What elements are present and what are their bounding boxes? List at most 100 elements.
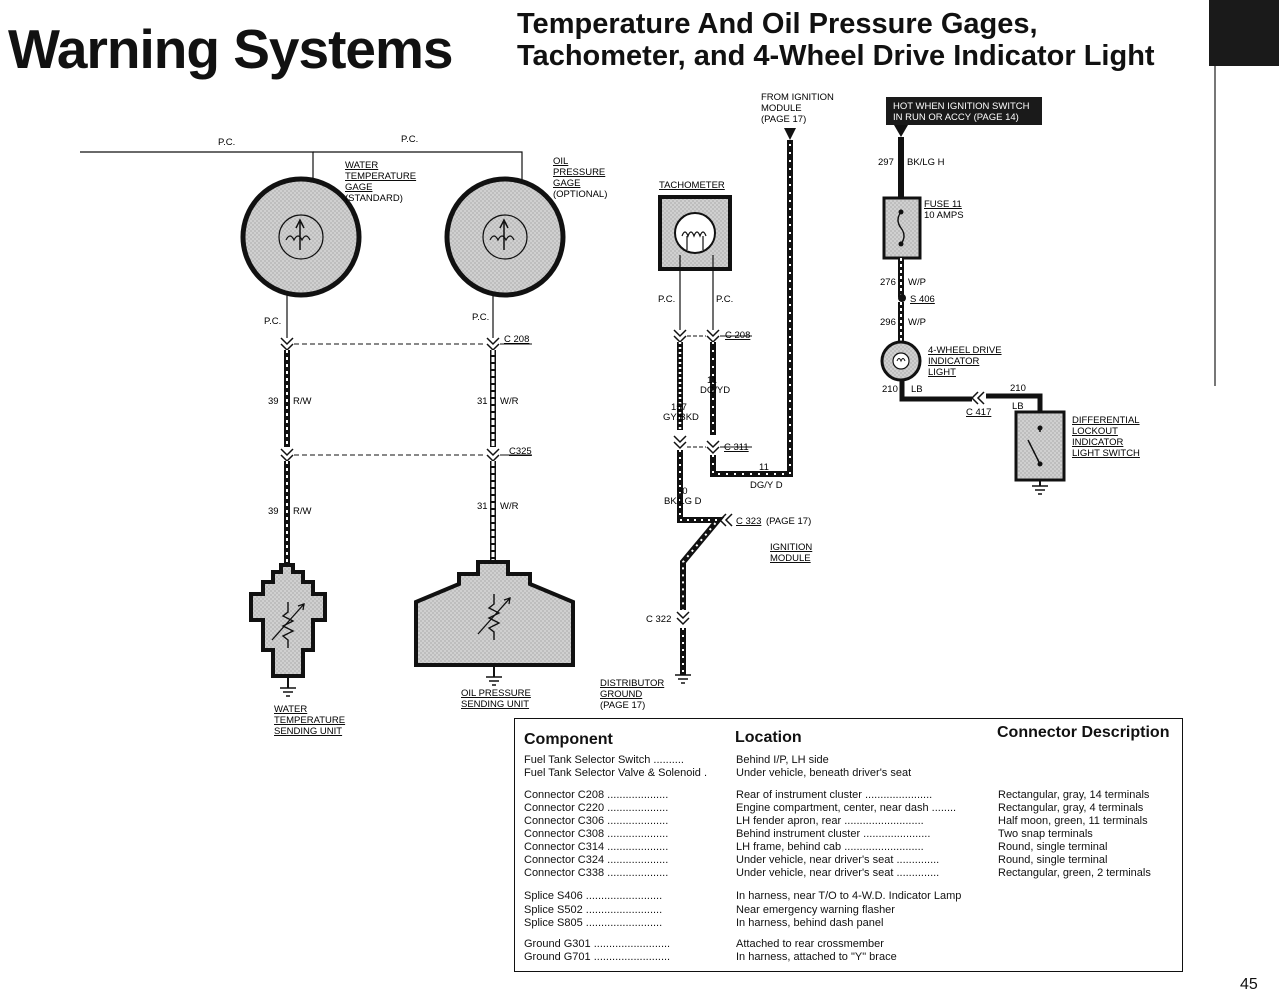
page-number: 45 bbox=[1240, 976, 1258, 993]
tachometer-label: TACHOMETER bbox=[659, 180, 725, 191]
svg-text:OIL PRESSURE: OIL PRESSURE bbox=[461, 688, 531, 699]
splice-label: S 406 bbox=[910, 294, 935, 305]
svg-text:(PAGE 17): (PAGE 17) bbox=[761, 114, 806, 125]
from-ignition-label: FROM IGNITION MODULE (PAGE 17) bbox=[761, 92, 834, 125]
svg-text:SENDING UNIT: SENDING UNIT bbox=[461, 699, 529, 710]
splice-dot bbox=[898, 294, 906, 302]
svg-text:INDICATOR: INDICATOR bbox=[1072, 437, 1124, 448]
svg-text:TEMPERATURE: TEMPERATURE bbox=[345, 171, 416, 182]
header-component: Component bbox=[524, 731, 613, 748]
c323-label: C 323 bbox=[736, 516, 761, 527]
svg-text:GAGE: GAGE bbox=[553, 178, 580, 189]
svg-text:GROUND: GROUND bbox=[600, 689, 642, 700]
wire-297-number: 297 bbox=[878, 157, 894, 168]
table-row: Splice S502 .........................Nea… bbox=[524, 904, 895, 916]
wire-60-color: BK/LG D bbox=[664, 496, 702, 507]
section-tab-edge bbox=[1214, 66, 1216, 386]
c208-tach-label: C 208 bbox=[725, 330, 750, 341]
wire-11-color-2: DG/Y D bbox=[750, 480, 783, 491]
header-location: Location bbox=[735, 729, 802, 746]
wire-157-number: 157 bbox=[671, 402, 687, 413]
fuse-label: FUSE 11 10 AMPS bbox=[924, 199, 964, 221]
table-row: Fuel Tank Selector Switch ..........Behi… bbox=[524, 754, 829, 766]
connector-c322 bbox=[676, 611, 690, 626]
page-subtitle: Temperature And Oil Pressure Gages, Tach… bbox=[517, 8, 1155, 72]
oil-gage-label: OIL PRESSURE GAGE (OPTIONAL) bbox=[553, 156, 607, 200]
wire-11-number: 11 bbox=[707, 375, 717, 386]
svg-text:GAGE: GAGE bbox=[345, 182, 372, 193]
water-temperature-sender bbox=[249, 563, 327, 697]
wire-11-dgyd bbox=[710, 140, 793, 477]
svg-text:IGNITION: IGNITION bbox=[770, 542, 812, 553]
indicator-label: 4-WHEEL DRIVE INDICATOR LIGHT bbox=[928, 345, 1002, 378]
table-row: Connector C308 ....................Behin… bbox=[524, 828, 1093, 840]
table-row: Ground G301 .........................Att… bbox=[524, 938, 884, 950]
connector-c417 bbox=[970, 391, 985, 405]
component-location-table: Component Location Connector Description… bbox=[514, 718, 1183, 972]
svg-text:LIGHT: LIGHT bbox=[928, 367, 956, 378]
svg-text:OIL: OIL bbox=[553, 156, 568, 167]
svg-text:HOT WHEN IGNITION SWITCH: HOT WHEN IGNITION SWITCH bbox=[893, 101, 1030, 112]
ignition-arrow bbox=[784, 128, 796, 140]
pc-label-3: P.C. bbox=[264, 316, 281, 327]
table-row: Connector C306 ....................LH fe… bbox=[524, 815, 1148, 827]
wire-11-number-2: 11 bbox=[759, 462, 769, 473]
svg-text:10 AMPS: 10 AMPS bbox=[924, 210, 964, 221]
c311-label: C 311 bbox=[724, 442, 749, 453]
wire-39-color: R/W bbox=[293, 396, 312, 407]
wire-210-lb-a bbox=[899, 380, 972, 402]
table-row: Connector C208 ....................Rear … bbox=[524, 789, 1150, 801]
table-row: Connector C338 ....................Under… bbox=[524, 867, 1151, 879]
differential-lockout-switch bbox=[1014, 410, 1066, 495]
svg-text:PRESSURE: PRESSURE bbox=[553, 167, 605, 178]
table-row: Splice S406 .........................In … bbox=[524, 890, 962, 902]
wire-210-lb-b bbox=[986, 393, 1043, 412]
c325-label: C325 bbox=[509, 446, 532, 457]
connector-c311 bbox=[673, 435, 752, 455]
table-row: Connector C324 ....................Under… bbox=[524, 854, 1108, 866]
c323-page: (PAGE 17) bbox=[766, 516, 811, 527]
svg-text:WATER: WATER bbox=[274, 704, 307, 715]
svg-text:LIGHT SWITCH: LIGHT SWITCH bbox=[1072, 448, 1140, 459]
table-row: Ground G701 .........................In … bbox=[524, 951, 897, 963]
wire-297-color: BK/LG H bbox=[907, 157, 945, 168]
pc-label-4: P.C. bbox=[472, 312, 489, 323]
svg-text:WATER: WATER bbox=[345, 160, 378, 171]
table-row: Connector C314 ....................LH fr… bbox=[524, 841, 1108, 853]
diff-switch-label: DIFFERENTIAL LOCKOUT INDICATOR LIGHT SWI… bbox=[1072, 415, 1140, 459]
oil-pressure-gage bbox=[444, 176, 566, 298]
wire-39-number: 39 bbox=[268, 396, 279, 407]
tach-pc-label-2: P.C. bbox=[716, 294, 733, 305]
oil-pressure-sender bbox=[414, 560, 575, 686]
hot-arrow bbox=[894, 125, 908, 137]
svg-text:IN RUN OR ACCY (PAGE 14): IN RUN OR ACCY (PAGE 14) bbox=[893, 112, 1019, 123]
wire-210-color: LB bbox=[911, 384, 923, 395]
wire-157-color: GY/BKD bbox=[663, 412, 699, 423]
4wd-indicator-lamp bbox=[880, 340, 922, 382]
wire-39-color-2: R/W bbox=[293, 506, 312, 517]
water-temperature-gage bbox=[240, 176, 362, 298]
wire-60-bklgd bbox=[677, 450, 725, 675]
hot-when-box: HOT WHEN IGNITION SWITCH IN RUN OR ACCY … bbox=[886, 97, 1042, 125]
tachometer bbox=[658, 195, 732, 271]
connector-c325 bbox=[280, 448, 532, 463]
water-gage-label: WATER TEMPERATURE GAGE (STANDARD) bbox=[345, 160, 416, 204]
svg-text:INDICATOR: INDICATOR bbox=[928, 356, 980, 367]
table-row: Connector C220 ....................Engin… bbox=[524, 802, 1144, 814]
tach-pc-label-1: P.C. bbox=[658, 294, 675, 305]
table-row: Fuel Tank Selector Valve & Solenoid .Und… bbox=[524, 767, 912, 779]
subtitle-line-2: Tachometer, and 4-Wheel Drive Indicator … bbox=[517, 40, 1155, 72]
page-title: Warning Systems bbox=[8, 18, 453, 80]
svg-text:(OPTIONAL): (OPTIONAL) bbox=[553, 189, 607, 200]
fuse-11 bbox=[882, 196, 922, 260]
table-row: Splice S805 .........................In … bbox=[524, 917, 884, 929]
wire-210-color-2: LB bbox=[1012, 401, 1024, 412]
wire-31-color: W/R bbox=[500, 396, 519, 407]
svg-text:LOCKOUT: LOCKOUT bbox=[1072, 426, 1118, 437]
pc-label-2: P.C. bbox=[401, 134, 418, 145]
connector-c208-left bbox=[280, 337, 532, 352]
wire-296-number: 296 bbox=[880, 317, 896, 328]
svg-text:MODULE: MODULE bbox=[761, 103, 802, 114]
wire-210-number: 210 bbox=[882, 384, 898, 395]
